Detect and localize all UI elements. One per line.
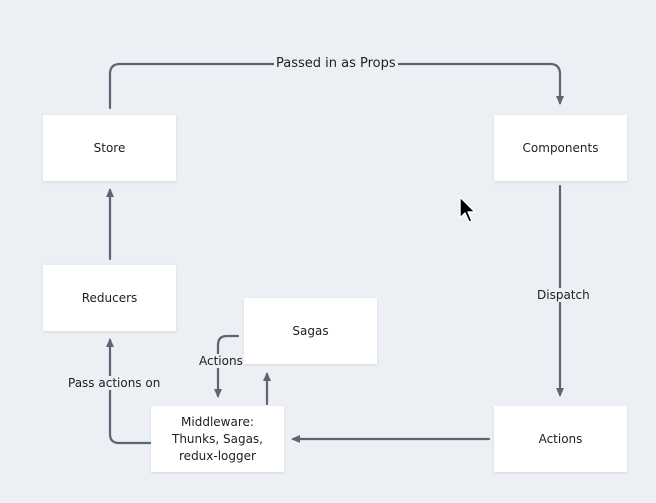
node-store: Store <box>43 115 176 181</box>
node-reducers-label: Reducers <box>81 290 138 305</box>
node-reducers: Reducers <box>43 265 176 331</box>
edge-label-props: Passed in as Props <box>274 56 398 71</box>
node-actions: Actions <box>494 406 627 472</box>
node-sagas: Sagas <box>244 298 377 364</box>
mouse-pointer-icon <box>459 196 476 223</box>
node-actions-label: Actions <box>538 431 583 446</box>
node-store-label: Store <box>93 140 126 155</box>
node-middleware-label: Middleware: Thunks, Sagas, redux-logger <box>172 414 263 463</box>
edge-sagas-to-middleware <box>214 334 240 398</box>
edge-label-pass-actions-on: Pass actions on <box>67 376 162 390</box>
edge-pass-actions-on <box>106 338 152 445</box>
node-middleware: Middleware: Thunks, Sagas, redux-logger <box>151 406 284 472</box>
edge-label-actions-to-sagas: Actions <box>198 354 244 368</box>
node-components-label: Components <box>522 140 599 155</box>
edge-label-dispatch: Dispatch <box>536 288 591 302</box>
node-components: Components <box>494 115 627 181</box>
node-sagas-label: Sagas <box>292 323 329 338</box>
